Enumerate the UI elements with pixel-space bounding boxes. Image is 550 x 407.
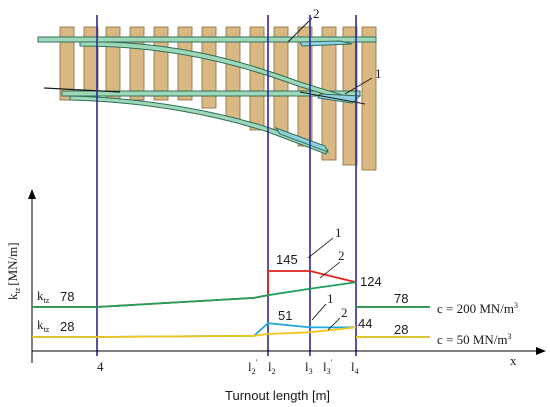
rail-1-label: 1 (375, 66, 382, 81)
rail-1-leader (344, 77, 373, 95)
curve-high-2-label: 2 (338, 248, 345, 263)
curve-low-1-label: 1 (327, 291, 334, 306)
x-tick-label: l3 (305, 359, 313, 376)
stiffness-low-label: c = 50 MN/m3 (437, 332, 512, 347)
value-right-high: 78 (394, 291, 408, 306)
value-left-low: 28 (60, 319, 74, 334)
section-lines (96, 15, 357, 356)
x-axis-arrow (536, 347, 546, 355)
x-axis-label: Turnout length [m] (225, 388, 330, 403)
curve-high-1-label: 1 (335, 225, 342, 240)
stiffness-chart: ktz[MN/m] x Turnout length [m] ktz 78 kt… (5, 189, 546, 403)
curve-low-2-label: 2 (341, 305, 348, 320)
rail-2-label: 2 (313, 6, 320, 21)
value-peak-low: 51 (278, 308, 292, 323)
sleeper (201, 26, 217, 109)
x-tick-labels: 4 l2' l2 l3 l3' l4 (97, 358, 359, 376)
straight-rail-top (37, 36, 377, 43)
curve-low-2-leader (327, 317, 341, 331)
curve-low-1-leader (311, 303, 327, 321)
curve-high-2-leader (319, 261, 341, 279)
x-tick-label: l2' (248, 358, 258, 376)
y-axis-arrow (28, 189, 36, 199)
x-axis-symbol: x (510, 353, 517, 368)
value-left-high: 78 (60, 289, 74, 304)
ktz-high-symbol: ktz (37, 288, 50, 305)
x-tick-label: l4 (351, 359, 359, 376)
value-peak-high: 145 (276, 252, 298, 267)
value-right-mid-high: 124 (360, 274, 382, 289)
switch-blade-upper (299, 40, 353, 47)
rail-2-leader (287, 17, 313, 43)
stiffness-high-label: c = 200 MN/m3 (437, 301, 518, 316)
curve-high-1-leader (307, 237, 334, 259)
series-line-yellow (32, 326, 357, 338)
sleeper (249, 26, 265, 131)
sleeper (361, 26, 377, 171)
series-layer (32, 270, 430, 338)
value-right-low: 28 (394, 322, 408, 337)
x-tick-label: l3' (323, 358, 333, 376)
turnout-plan-view: 2 1 (37, 6, 382, 171)
ktz-low-symbol: ktz (37, 317, 50, 334)
sleeper (177, 26, 193, 101)
series-line-green (32, 281, 357, 308)
diverging-rail-inner (69, 95, 329, 155)
crossing-point-line (299, 91, 366, 105)
value-right-mid-low: 44 (358, 316, 372, 331)
sleeper (153, 26, 169, 101)
switch-blade-lower (274, 127, 330, 153)
entry-rail-line (43, 87, 121, 93)
x-tick-label: l2 (268, 359, 276, 376)
x-tick-label: 4 (97, 359, 104, 374)
series-line-blue (32, 322, 356, 338)
sleeper (59, 26, 75, 101)
y-axis-label: ktz[MN/m] (5, 242, 22, 300)
